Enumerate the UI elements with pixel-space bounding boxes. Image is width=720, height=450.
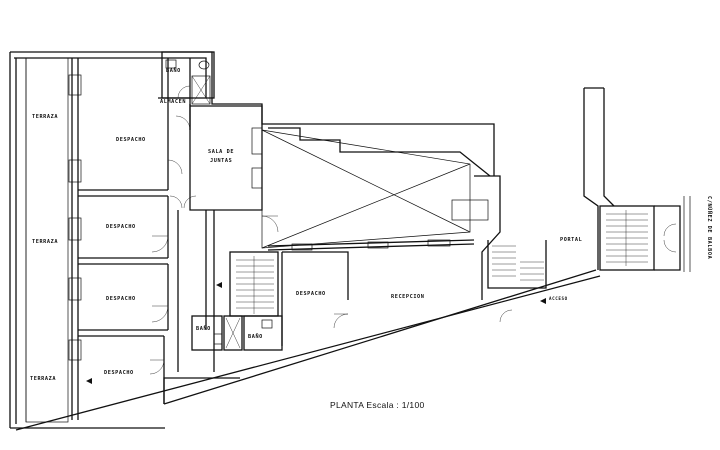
label-despacho-4: DESPACHO	[104, 370, 134, 376]
bano-almacen-block	[161, 51, 215, 105]
terraza-zone	[25, 57, 82, 423]
label-recepcion: RECEPCION	[391, 294, 425, 300]
lower-banos	[191, 315, 283, 351]
label-portal: PORTAL	[560, 237, 582, 243]
label-almacen: ALMACEN	[160, 99, 186, 105]
label-despacho-2: DESPACHO	[106, 224, 136, 230]
label-street: C/NÚÑEZ DE BALBOA	[706, 196, 713, 260]
label-acceso: ACCESO	[549, 296, 568, 301]
portal-block	[583, 87, 691, 272]
label-bano-left: BAÑO	[196, 325, 211, 332]
label-despacho-main: DESPACHO	[116, 137, 146, 143]
central-lightwell	[261, 127, 491, 249]
label-sala-juntas-2: JUNTAS	[210, 158, 232, 164]
plan-title: PLANTA Escala : 1/100	[330, 400, 425, 410]
label-despacho-3: DESPACHO	[106, 296, 136, 302]
central-stairs	[229, 251, 279, 317]
label-terraza-mid: TERRAZA	[32, 239, 58, 245]
room-labels: TERRAZA TERRAZA TERRAZA DESPACHO DESPACH…	[30, 67, 582, 382]
portal-stairs	[487, 240, 547, 304]
label-sala-juntas-1: SALA DE	[208, 149, 234, 155]
label-terraza-bottom: TERRAZA	[30, 376, 56, 382]
label-despacho-center: DESPACHO	[296, 291, 326, 297]
label-bano-top: BAÑO	[166, 67, 181, 74]
left-offices	[78, 58, 222, 404]
label-bano-right: BAÑO	[248, 333, 263, 340]
outer-walls	[9, 51, 601, 431]
label-terraza-top: TERRAZA	[32, 114, 58, 120]
despacho-center-room	[281, 251, 349, 346]
recepcion-room	[267, 175, 513, 323]
